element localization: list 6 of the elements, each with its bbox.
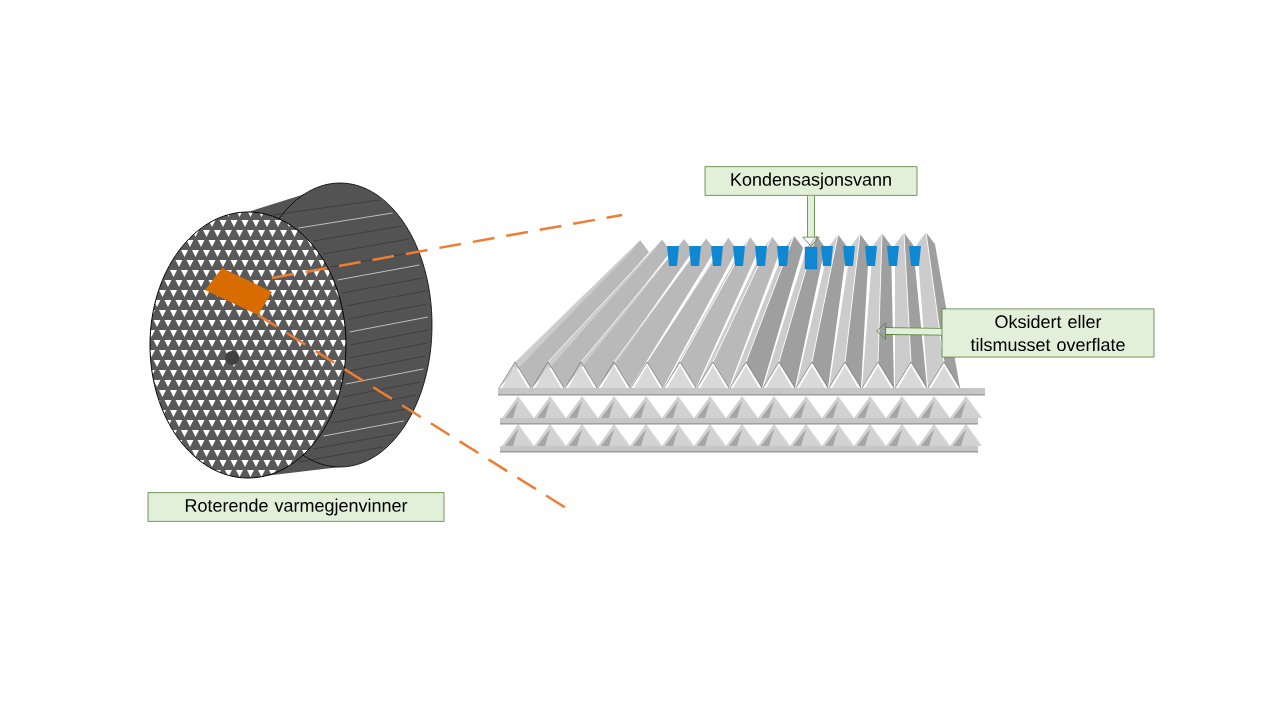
label-box: Kondensasjonsvann bbox=[704, 166, 918, 196]
label-box: Oksidert eller tilsmusset overflate bbox=[941, 308, 1155, 358]
label-box: Roterende varmegjenvinner bbox=[147, 492, 445, 522]
leader-arrow bbox=[876, 322, 942, 340]
leader-arrow bbox=[802, 195, 820, 247]
condensate-water-drawing bbox=[804, 246, 818, 270]
